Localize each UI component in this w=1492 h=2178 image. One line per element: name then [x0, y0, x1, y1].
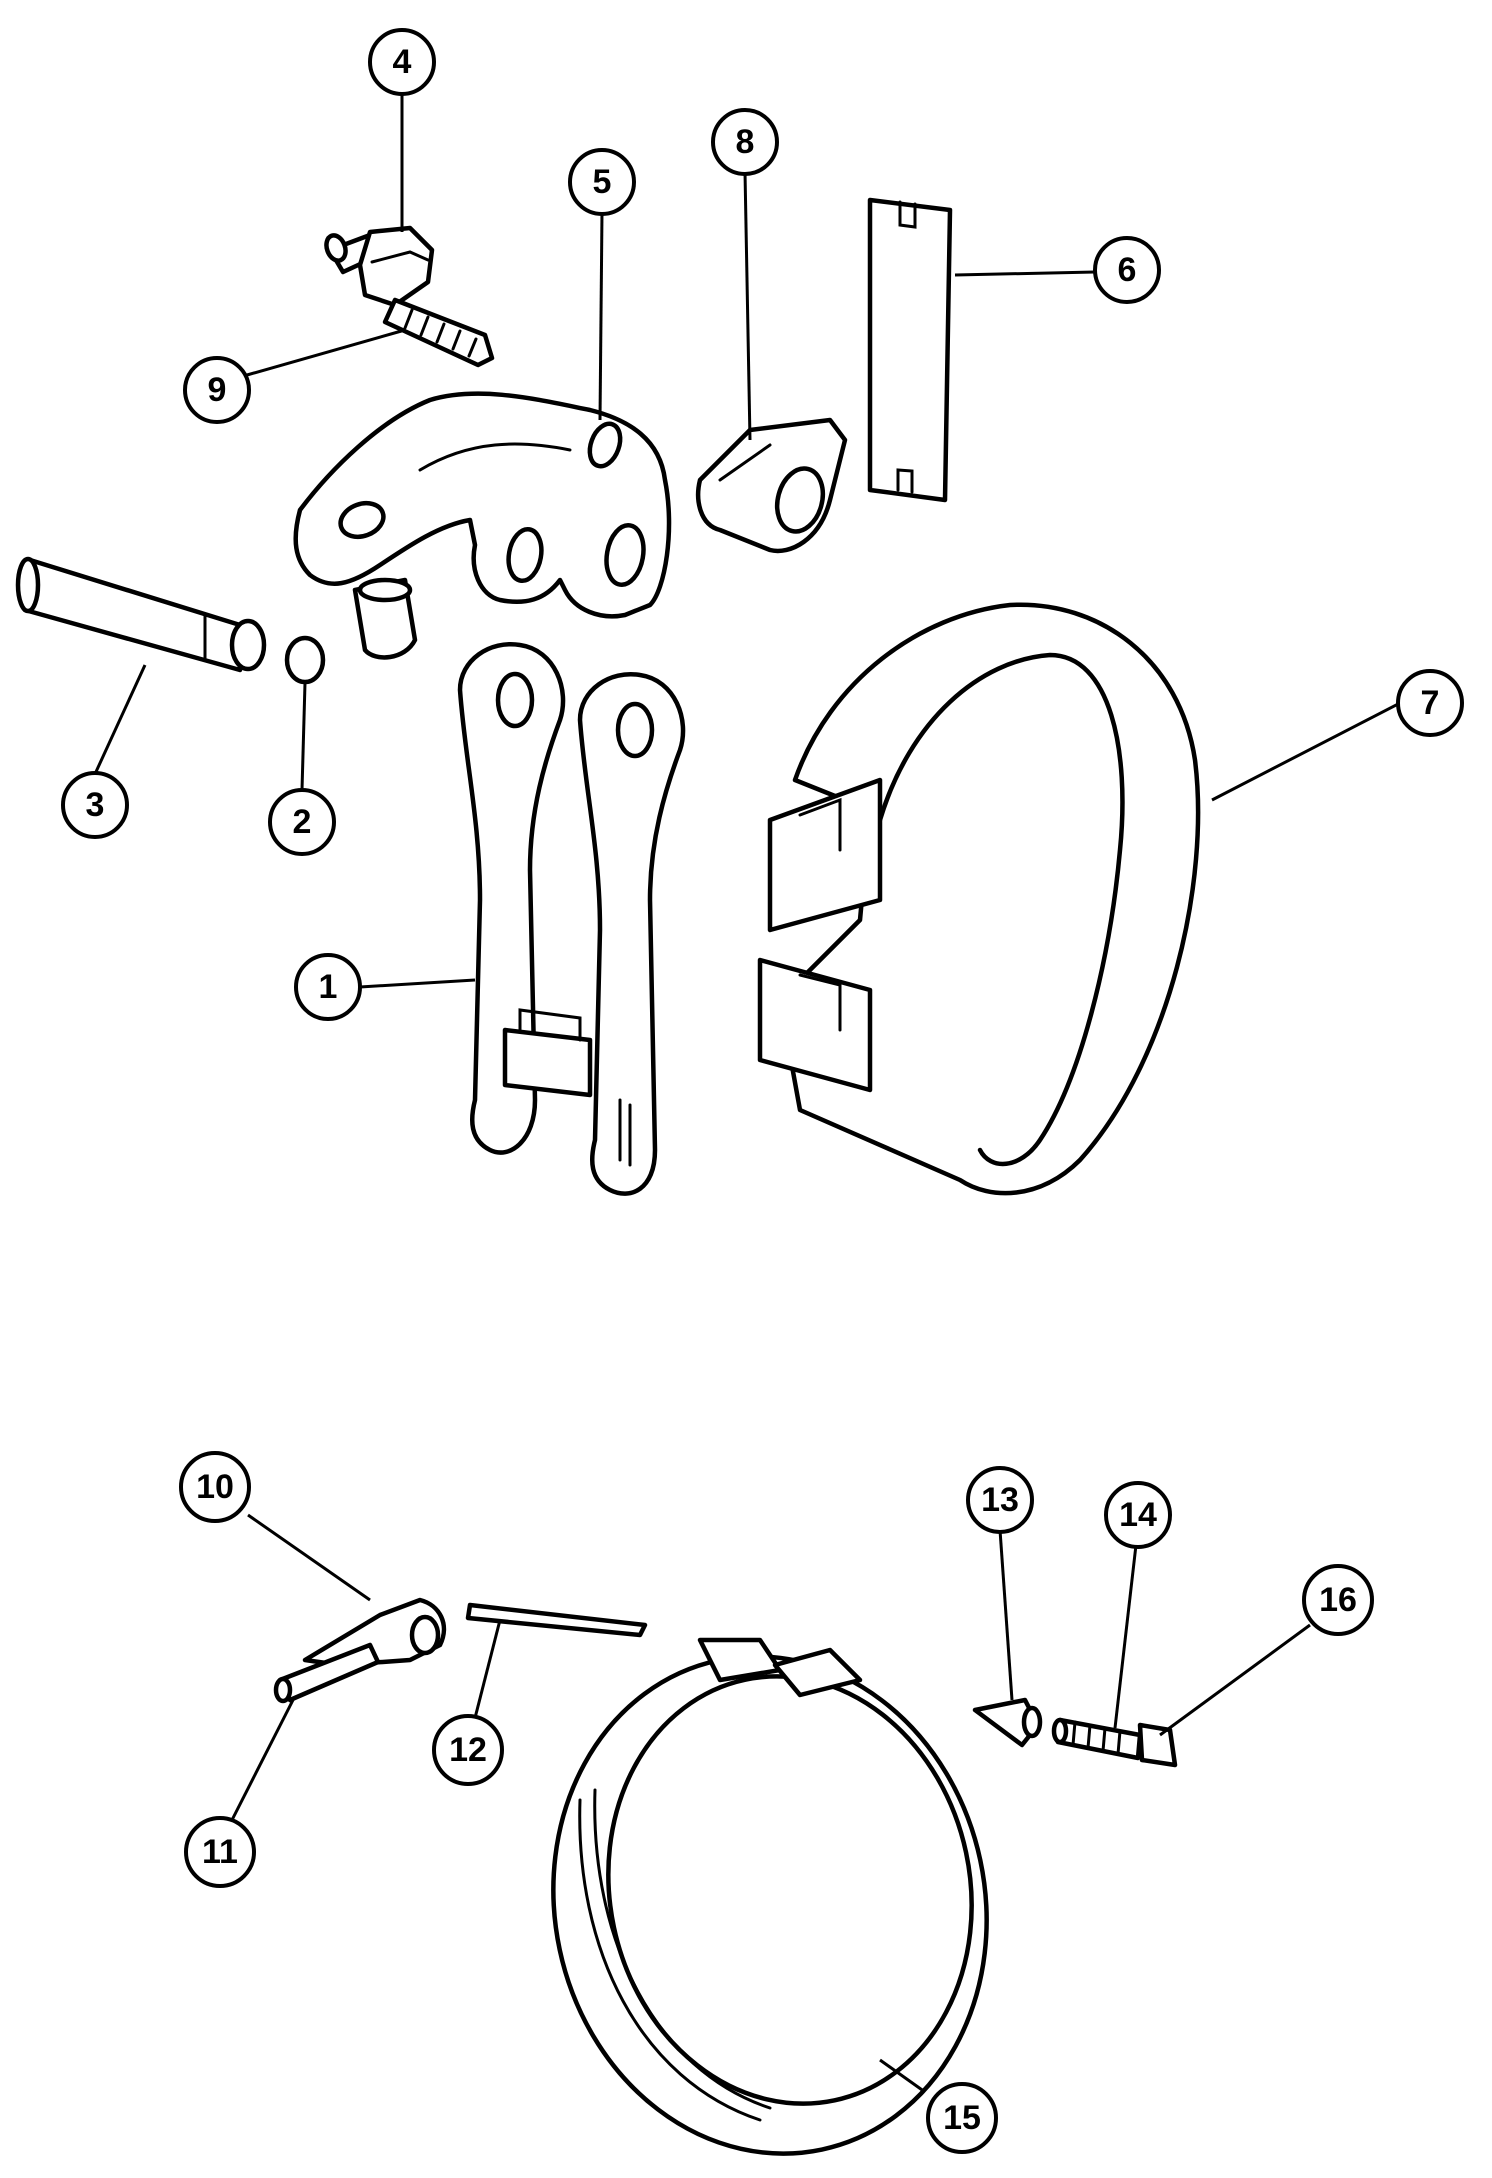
leader-15 [879, 2058, 926, 2094]
callout-label-12: 12 [449, 1731, 487, 1769]
leader-14 [1113, 1544, 1138, 1729]
part-adjusting-screw [324, 225, 495, 368]
callout-label-2: 2 [293, 803, 312, 841]
callout-label-7: 7 [1421, 684, 1440, 722]
callout-15: 15 [926, 2082, 998, 2154]
callout-12: 12 [432, 1714, 504, 1786]
leader-7 [1211, 701, 1401, 802]
callout-14: 14 [1104, 1481, 1172, 1549]
callout-1: 1 [294, 953, 362, 1021]
callout-3: 3 [61, 771, 129, 839]
callout-label-9: 9 [208, 371, 227, 409]
leader-13 [998, 1529, 1014, 1701]
part-small-pin [273, 1642, 381, 1704]
leader-5 [598, 211, 604, 421]
callout-8: 8 [711, 108, 779, 176]
callout-label-8: 8 [736, 123, 755, 161]
part-link-plates [457, 641, 686, 1196]
callout-4: 4 [368, 28, 436, 96]
leader-11 [230, 1699, 295, 1821]
callout-label-6: 6 [1118, 251, 1137, 289]
part-small-lever [302, 1597, 447, 1668]
part-retaining-ring [284, 635, 326, 685]
leader-2 [300, 682, 307, 791]
callout-label-5: 5 [593, 163, 612, 201]
callout-label-13: 13 [981, 1481, 1019, 1519]
callout-label-10: 10 [196, 1468, 234, 1506]
callout-label-16: 16 [1319, 1581, 1357, 1619]
leader-8 [743, 171, 752, 441]
part-flat-strip [867, 197, 953, 503]
leader-6 [954, 270, 1096, 277]
leader-10 [247, 1513, 371, 1602]
part-pin [15, 556, 267, 673]
callout-7: 7 [1396, 669, 1464, 737]
callout-10: 10 [179, 1451, 251, 1523]
callout-13: 13 [966, 1466, 1034, 1534]
callout-label-14: 14 [1119, 1496, 1157, 1534]
callout-9: 9 [183, 356, 251, 424]
leader-lines [93, 92, 1401, 2094]
part-lever-bracket [293, 391, 672, 660]
callout-label-15: 15 [943, 2099, 981, 2137]
callout-label-11: 11 [202, 1833, 238, 1871]
part-brake-band-lower [551, 1637, 989, 2156]
leader-16 [1159, 1623, 1311, 1737]
leader-12 [473, 1619, 502, 1719]
callout-6: 6 [1093, 236, 1161, 304]
part-lower-screw [1051, 1717, 1178, 1768]
part-thin-strip [465, 1602, 648, 1638]
callout-2: 2 [268, 788, 336, 856]
leader-3 [93, 664, 147, 775]
callout-label-4: 4 [393, 43, 412, 81]
part-brake-band-upper [757, 602, 1201, 1196]
callout-label-1: 1 [319, 968, 338, 1006]
leader-9 [246, 328, 406, 377]
callout-label-3: 3 [86, 786, 105, 824]
callout-11: 11 [184, 1816, 256, 1888]
callout-16: 16 [1302, 1564, 1374, 1636]
part-anchor [972, 1697, 1043, 1748]
part-clip [695, 417, 848, 554]
leader-1 [359, 978, 476, 989]
callout-5: 5 [568, 148, 636, 216]
